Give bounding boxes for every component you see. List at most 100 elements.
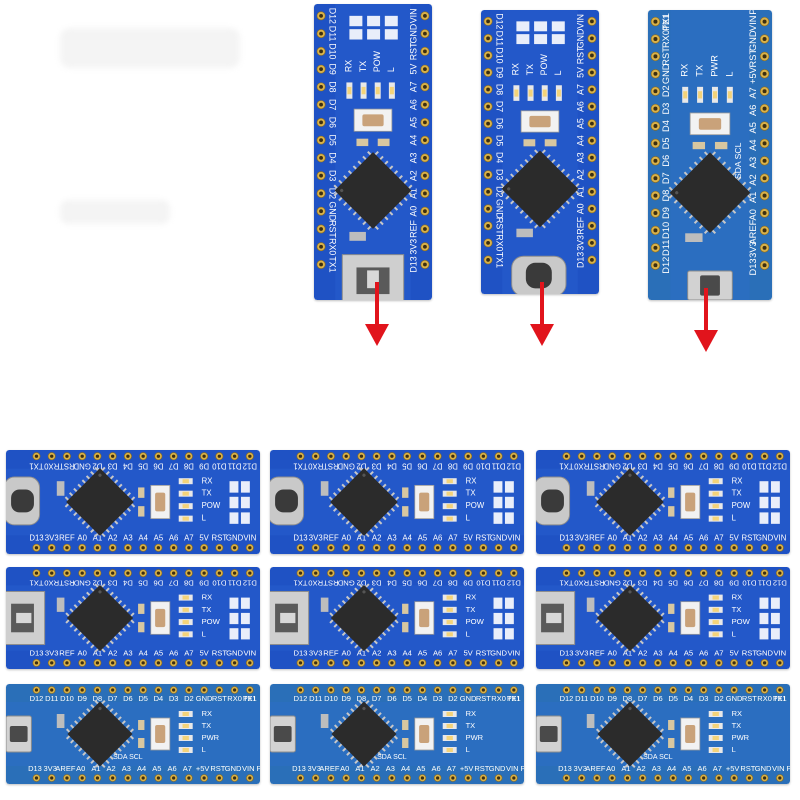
icsp-pad: [759, 612, 769, 625]
header-pin-drill: [423, 49, 427, 54]
led-lens: [446, 712, 453, 716]
header-pin-drill: [298, 688, 303, 692]
header-pin-drill: [580, 571, 584, 575]
silkscreen-label: D4: [684, 694, 694, 703]
silkscreen-label: A4: [409, 135, 419, 146]
header-pin-drill: [451, 661, 455, 665]
header-pin-drill: [486, 138, 490, 143]
header-pin-drill: [156, 546, 161, 550]
header-pin-drill: [590, 36, 594, 41]
pcb-sheen: [536, 702, 790, 766]
silkscreen-label: D3: [372, 578, 382, 587]
silkscreen-label: A5: [748, 122, 758, 133]
header-pin-drill: [436, 688, 440, 692]
silkscreen-label: RST: [589, 462, 605, 471]
smd-capacitor: [544, 139, 557, 147]
header-pin-drill: [50, 776, 54, 780]
header-pin-drill: [656, 571, 660, 575]
header-pin-drill: [420, 454, 425, 458]
silkscreen-label: RX: [202, 476, 214, 485]
header-pin-drill: [641, 571, 645, 575]
microcontroller-chip-icon: [668, 151, 752, 235]
silkscreen-label: D2: [357, 578, 367, 587]
header-pin-drill: [202, 454, 206, 458]
header-pin-drill: [580, 688, 584, 692]
silkscreen-label: D9: [463, 578, 473, 587]
header-pin-drill: [141, 454, 145, 458]
silkscreen-label: POW: [202, 501, 221, 510]
reset-button-cap: [685, 608, 696, 628]
silkscreen-label: SDA SCL: [643, 754, 673, 761]
header-pin-drill: [171, 546, 176, 550]
header-pin-drill: [762, 661, 767, 665]
header-pin-drill: [686, 688, 690, 692]
header-pin-drill: [590, 53, 594, 58]
header-pin-drill: [747, 688, 751, 692]
header-pin-drill: [486, 36, 490, 41]
header-pin-drill: [95, 571, 100, 575]
silkscreen-label: D10: [212, 578, 226, 587]
header-pin-drill: [187, 454, 191, 458]
header-pin-drill: [423, 84, 427, 89]
led-lens: [182, 724, 189, 728]
silkscreen-label: D8: [327, 81, 337, 92]
silkscreen-label: A6: [699, 649, 708, 658]
silkscreen-label: A0: [608, 649, 617, 658]
silkscreen-label: D9: [199, 462, 209, 471]
silkscreen-label: A3: [576, 152, 586, 163]
header-pin-drill: [359, 571, 364, 575]
led-lens: [446, 491, 453, 496]
silkscreen-label: PE1: [507, 696, 520, 703]
silkscreen-label: A2: [638, 649, 647, 658]
header-pin-drill: [762, 141, 767, 146]
silkscreen-label: RX0: [227, 694, 242, 703]
silkscreen-label: D4: [122, 578, 133, 587]
led-lens: [446, 632, 453, 637]
header-pin-drill: [671, 776, 675, 780]
led-lens: [446, 748, 453, 752]
header-pin-drill: [497, 776, 501, 780]
silkscreen-label: 5V: [729, 533, 739, 542]
header-pin-drill: [671, 546, 675, 550]
silkscreen-label: A1: [355, 764, 364, 773]
silkscreen-label: A3: [122, 764, 131, 773]
silkscreen-label: D12: [294, 694, 308, 703]
header-pin-drill: [496, 454, 501, 458]
silkscreen-label: D8: [184, 462, 194, 471]
silkscreen-label: L: [466, 745, 470, 754]
silkscreen-label: D8: [494, 84, 504, 95]
microcontroller-chip-icon: [329, 699, 399, 769]
silkscreen-label: D6: [417, 462, 427, 471]
header-pin-drill: [34, 546, 39, 550]
silkscreen-label: SDA SCL: [733, 142, 743, 179]
micro-usb-port-opening: [9, 726, 28, 742]
header-pin-drill: [641, 688, 645, 692]
silkscreen-label: A5: [418, 649, 427, 658]
led-lens: [712, 516, 719, 521]
icsp-pad: [240, 628, 250, 640]
watermark-smudge: [60, 200, 170, 224]
header-pin-drill: [423, 102, 427, 107]
header-pin-drill: [329, 661, 333, 665]
silkscreen-label: RST: [748, 49, 758, 68]
silkscreen-label: TX1: [661, 13, 671, 30]
silkscreen-label: A2: [372, 533, 382, 542]
silkscreen-label: A5: [684, 649, 693, 658]
silkscreen-label: TX1: [293, 462, 307, 471]
silkscreen-label: D5: [661, 137, 671, 149]
silkscreen-label: RX0: [491, 694, 506, 703]
header-pin-drill: [625, 661, 630, 665]
silkscreen-label: TX: [695, 65, 705, 77]
header-pin-drill: [762, 158, 767, 163]
header-pin-drill: [435, 546, 440, 550]
silkscreen-label: GND: [73, 462, 91, 471]
silkscreen-label: RST: [742, 694, 757, 703]
header-pin-drill: [580, 661, 584, 665]
header-pin-drill: [590, 19, 594, 24]
header-pin-drill: [512, 546, 516, 550]
header-pin-drill: [762, 71, 767, 76]
silkscreen-label: TX1: [243, 694, 257, 703]
silkscreen-label: 3V3: [575, 533, 589, 542]
reset-button-cap: [419, 608, 430, 628]
